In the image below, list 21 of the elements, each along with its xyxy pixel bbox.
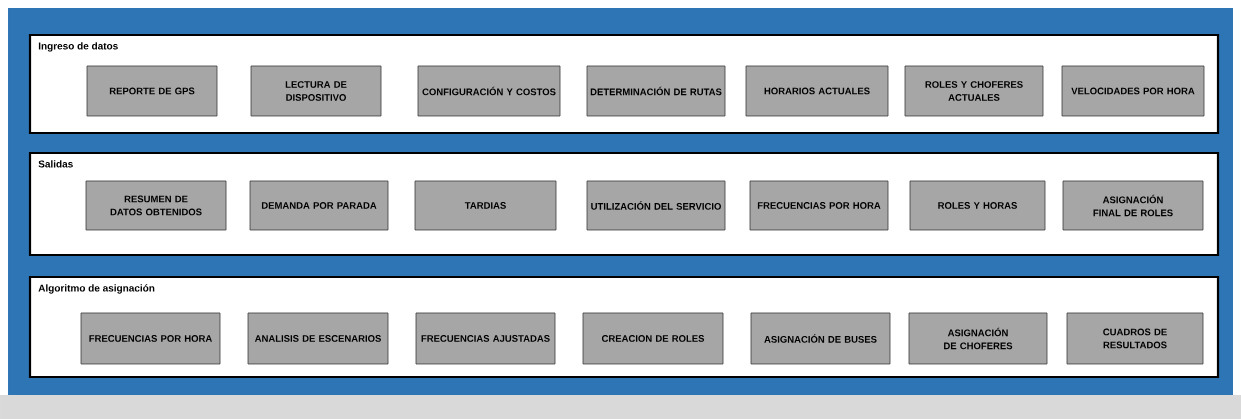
process-box: ASIGNACIÓN DE BUSES [750,312,891,365]
process-box: CREACION DE ROLES [582,312,724,365]
process-box: FRECUENCIAS POR HORA [80,312,221,365]
process-box: TARDIAS [414,180,557,231]
process-box: UTILIZACIÓN DEL SERVICIO [586,180,726,231]
process-box: ROLES Y HORAS [909,180,1046,231]
process-box: REPORTE DE GPS [86,65,218,117]
process-box: ASIGNACIÓN DE CHOFERES [908,312,1048,365]
process-box: VELOCIDADES POR HORA [1061,65,1205,117]
process-box: ANALISIS DE ESCENARIOS [247,312,389,365]
process-box: ROLES Y CHOFERES ACTUALES [904,65,1044,117]
process-box: DEMANDA POR PARADA [249,180,389,231]
process-box: LECTURA DE DISPOSITIVO [250,65,382,117]
process-box: FRECUENCIAS AJUSTADAS [415,312,556,365]
process-box: RESUMEN DE DATOS OBTENIDOS [85,180,227,231]
process-box: CUADROS DE RESULTADOS [1066,312,1204,365]
process-box: CONFIGURACIÓN Y COSTOS [417,65,561,117]
process-box: HORARIOS ACTUALES [745,65,889,117]
process-box: ASIGNACIÓN FINAL DE ROLES [1062,180,1204,231]
process-box: FRECUENCIAS POR HORA [749,180,889,231]
process-box: DETERMINACIÓN DE RUTAS [586,65,726,117]
